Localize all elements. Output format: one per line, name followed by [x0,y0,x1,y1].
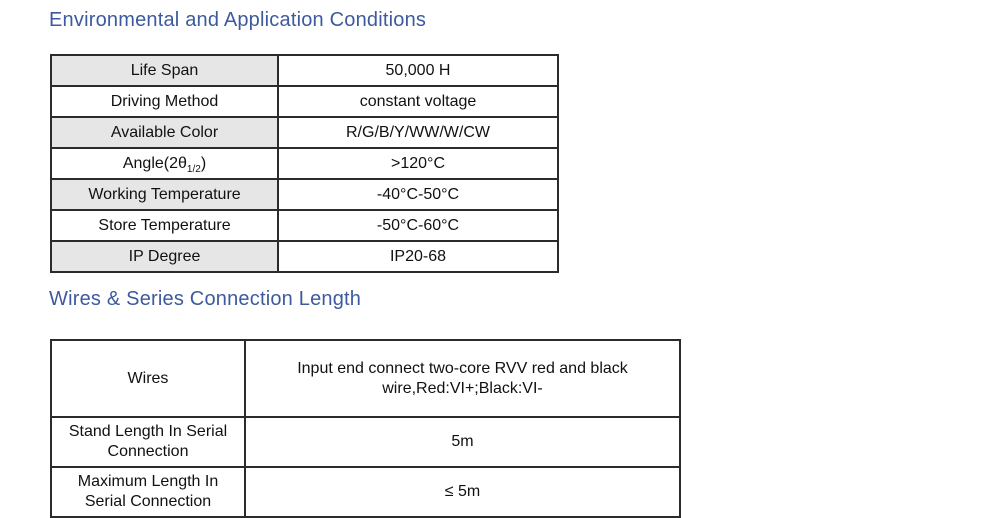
table-row: IP Degree IP20-68 [50,240,559,273]
table-row: Available Color R/G/B/Y/WW/W/CW [50,116,559,149]
row-label-stand-length: Stand Length In Serial Connection [50,416,246,468]
row-label-angle: Angle(2θ1/2) [50,147,279,180]
row-label-working-temperature: Working Temperature [50,178,279,211]
page-title-wires-series-connection-length: Wires & Series Connection Length [49,288,362,310]
table-row: Driving Method constant voltage [50,85,559,118]
row-value-wires: Input end connect two-core RVV red and b… [244,339,681,418]
table-row: Life Span 50,000 H [50,54,559,87]
table-row: Stand Length In Serial Connection 5m [50,416,681,468]
row-label-available-color: Available Color [50,116,279,149]
row-value-ip-degree: IP20-68 [277,240,559,273]
row-label-store-temperature: Store Temperature [50,209,279,242]
row-label-wires: Wires [50,339,246,418]
row-label-maximum-length: Maximum Length In Serial Connection [50,466,246,518]
table-row: Working Temperature -40°C-50°C [50,178,559,211]
row-label-angle-main: Angle(2θ [122,154,187,172]
row-value-working-temperature: -40°C-50°C [277,178,559,211]
table-row: Wires Input end connect two-core RVV red… [50,339,681,418]
table-row: Store Temperature -50°C-60°C [50,209,559,242]
row-value-life-span: 50,000 H [277,54,559,87]
row-value-maximum-length: ≤ 5m [244,466,681,518]
wires-connection-table: Wires Input end connect two-core RVV red… [50,339,681,518]
row-value-driving-method: constant voltage [277,85,559,118]
table-row: Maximum Length In Serial Connection ≤ 5m [50,466,681,518]
row-value-angle: >120°C [277,147,559,180]
row-label-ip-degree: IP Degree [50,240,279,273]
row-value-available-color: R/G/B/Y/WW/W/CW [277,116,559,149]
row-label-angle-subscript: 1/2 [186,163,201,175]
row-label-life-span: Life Span [50,54,279,87]
row-value-stand-length: 5m [244,416,681,468]
page-title-environmental-conditions: Environmental and Application Conditions [49,9,427,31]
row-value-store-temperature: -50°C-60°C [277,209,559,242]
row-label-angle-tail: ) [200,154,207,172]
environmental-conditions-table: Life Span 50,000 H Driving Method consta… [50,54,559,273]
table-row: Angle(2θ1/2) >120°C [50,147,559,180]
row-label-driving-method: Driving Method [50,85,279,118]
